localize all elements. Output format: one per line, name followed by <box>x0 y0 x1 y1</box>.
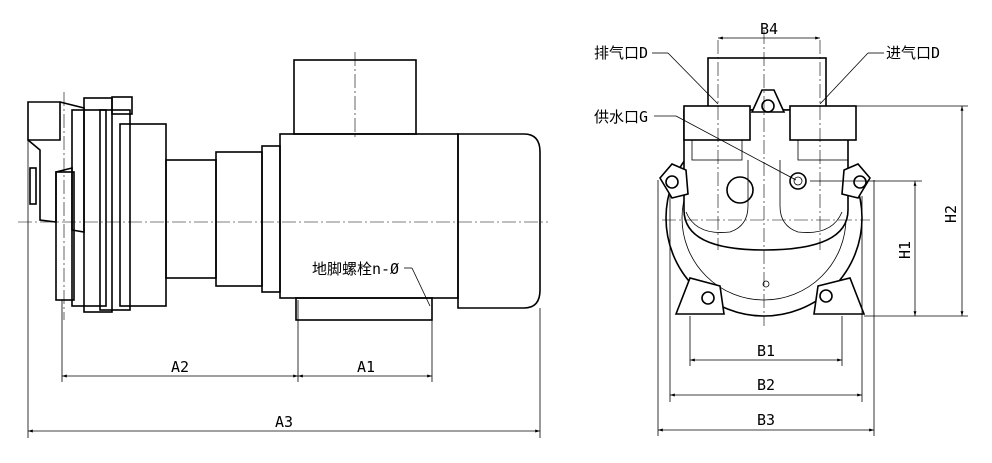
callout-water-supply: 供水口G <box>594 108 648 126</box>
dim-h2-label: H2 <box>942 205 960 223</box>
end-view: B4 B1 B2 B3 H1 H2 排气口D 进气口D 供水口G <box>594 20 968 436</box>
side-view: A2 A1 A3 地脚螺栓n-Ø <box>18 52 548 438</box>
dim-a1-label: A1 <box>357 358 375 376</box>
bracket <box>165 145 281 293</box>
dim-a2-label: A2 <box>171 358 189 376</box>
callout-foot-bolt: 地脚螺栓n-Ø <box>312 260 399 278</box>
dim-a3-label: A3 <box>275 413 293 431</box>
callout-inlet-port: 进气口D <box>886 44 940 62</box>
dim-b4-label: B4 <box>760 20 778 38</box>
dim-b3-label: B3 <box>757 411 775 429</box>
dim-b2-label: B2 <box>757 376 775 394</box>
motor <box>279 59 541 321</box>
dim-b1-label: B1 <box>757 342 775 360</box>
pump-head <box>27 96 167 313</box>
callout-exhaust-port: 排气口D <box>594 44 648 62</box>
dim-h1-label: H1 <box>896 241 914 259</box>
